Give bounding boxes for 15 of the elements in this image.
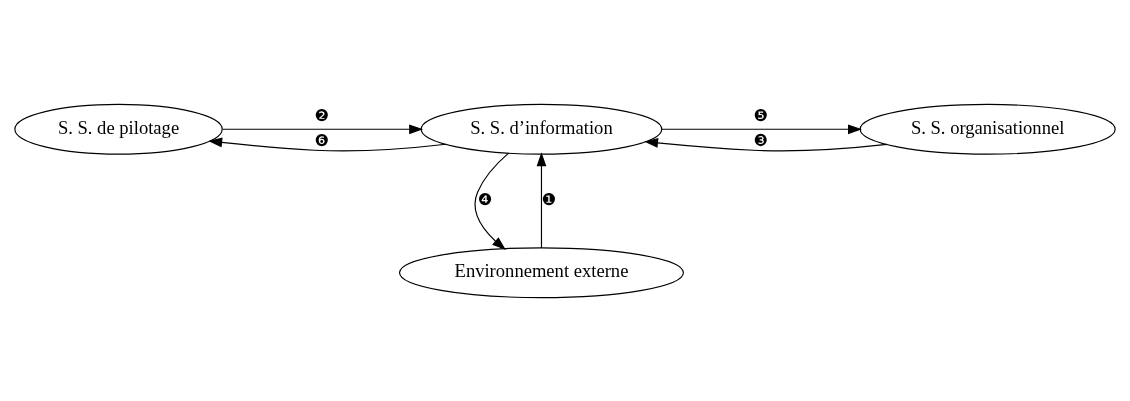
arrow [221, 123, 424, 134]
arrow [644, 137, 888, 151]
arrow [474, 152, 510, 250]
arrow [661, 123, 862, 134]
node-ellipse: Environnement externe [398, 246, 684, 298]
edge-label: ❹ [477, 189, 493, 209]
edge-label: ❷ [314, 105, 330, 125]
edge-label: ❻ [314, 130, 330, 150]
edge-label: ❸ [753, 130, 769, 150]
edge-label: ❺ [753, 105, 769, 125]
node-ellipse: S. S. d’information [420, 103, 663, 155]
edge-label: ❶ [541, 189, 557, 209]
arrow [208, 137, 447, 151]
arrow [536, 151, 547, 248]
node-ellipse: S. S. organisationnel [859, 103, 1116, 155]
